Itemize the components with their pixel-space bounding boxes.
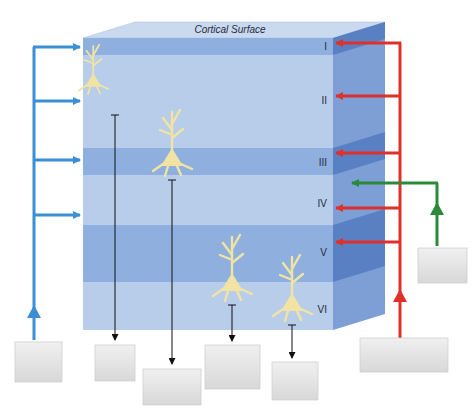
layer-numeral: VI — [318, 304, 327, 316]
cortical-layer: V — [83, 225, 333, 282]
layer-numeral: II — [321, 95, 327, 107]
cortical-layer: II — [83, 55, 333, 148]
cortical-layer: III — [83, 148, 333, 175]
cortical-layer: IV — [83, 175, 333, 225]
cortical-layer: VI — [83, 282, 333, 330]
cortical-layer: I — [83, 38, 333, 55]
layer-numeral: IV — [318, 198, 327, 210]
layer-numeral: III — [319, 157, 327, 169]
layer-numeral: I — [324, 41, 327, 53]
surface-label: Cortical Surface — [194, 24, 265, 36]
layer-numeral: V — [320, 247, 327, 259]
